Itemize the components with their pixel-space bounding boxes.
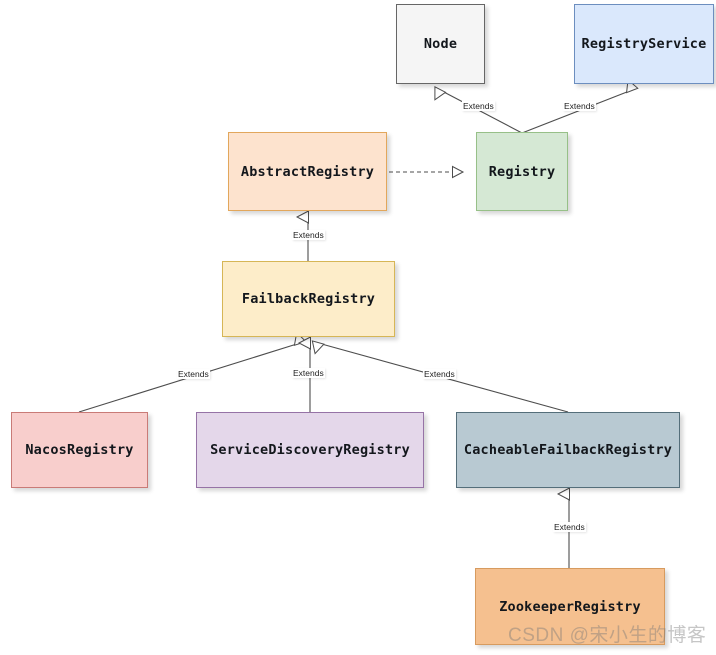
- class-node-registry[interactable]: Registry: [476, 132, 568, 211]
- class-node-label: Registry: [488, 163, 556, 180]
- edge-label-registry-extends-node: Extends: [462, 101, 495, 111]
- edge-label-nacos-extends-failback: Extends: [177, 369, 210, 379]
- class-node-abstract-registry[interactable]: AbstractRegistry: [228, 132, 387, 211]
- edge-registry-extends-registryservice: [521, 90, 632, 134]
- class-node-label: CacheableFailbackRegistry: [463, 442, 673, 458]
- class-node-label: FailbackRegistry: [241, 291, 376, 307]
- edge-label-registry-extends-registry-service: Extends: [563, 101, 596, 111]
- edge-label-zookeeper-extends-cacheable: Extends: [553, 522, 586, 532]
- class-node-cacheable-failback-registry[interactable]: CacheableFailbackRegistry: [456, 412, 680, 488]
- class-node-label: RegistryService: [581, 36, 707, 52]
- class-node-service-discovery-registry[interactable]: ServiceDiscoveryRegistry: [196, 412, 424, 488]
- class-node-label: AbstractRegistry: [240, 163, 375, 180]
- class-node-node[interactable]: Node: [396, 4, 485, 84]
- edge-label-cacheable-extends-failback: Extends: [423, 369, 456, 379]
- csdn-watermark: CSDN @宋小生的博客: [508, 625, 707, 646]
- edge-label-failback-extends-abstract: Extends: [292, 230, 325, 240]
- class-node-zookeeper-registry[interactable]: ZookeeperRegistry: [475, 568, 665, 645]
- class-node-label: NacosRegistry: [25, 442, 134, 458]
- edge-registry-extends-node: [440, 90, 523, 134]
- class-node-failback-registry[interactable]: FailbackRegistry: [222, 261, 395, 337]
- edge-label-service-discovery-extends-failback: Extends: [292, 368, 325, 378]
- class-node-registry-service[interactable]: RegistryService: [574, 4, 714, 84]
- class-node-label: ZookeeperRegistry: [499, 598, 641, 615]
- class-node-nacos-registry[interactable]: NacosRegistry: [11, 412, 148, 488]
- class-node-label: Node: [423, 36, 458, 52]
- class-node-label: ServiceDiscoveryRegistry: [210, 442, 410, 458]
